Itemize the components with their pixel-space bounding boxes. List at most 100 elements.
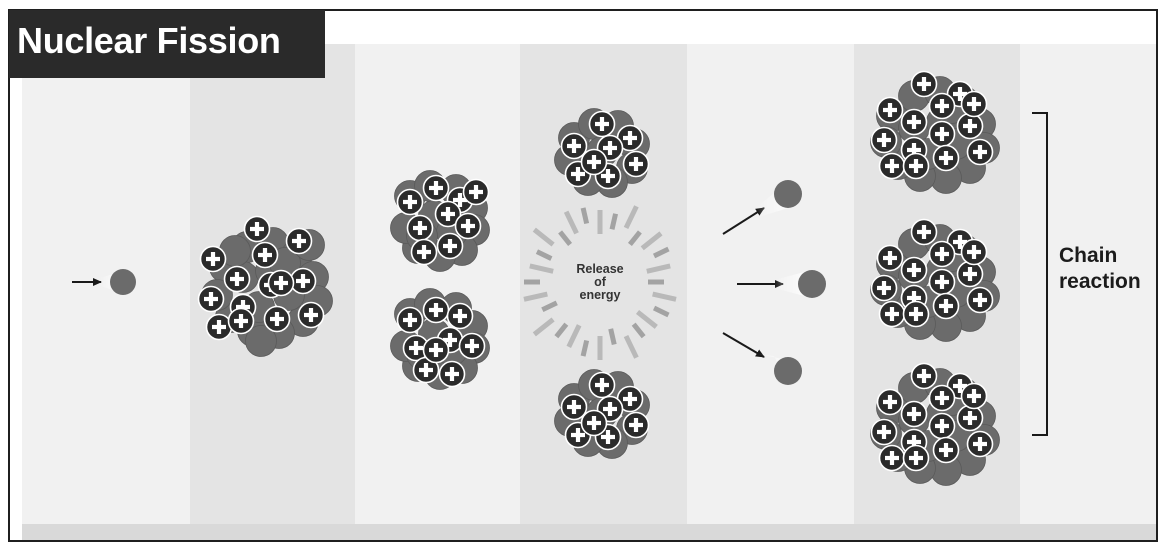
proton-icon [560,393,588,421]
energy-ray [631,322,646,339]
energy-ray [652,291,677,302]
proton-icon [263,305,291,333]
proton-icon [910,70,938,98]
proton-icon [454,212,482,240]
energy-label-line-3: energy [579,288,621,302]
proton-icon [910,362,938,390]
proton-icon [876,244,904,272]
proton-icon [870,418,898,446]
energy-ray [640,231,663,251]
proton-icon [580,409,608,437]
proton-icon [928,384,956,412]
chain-reaction-label: Chain reaction [1059,243,1141,295]
proton-icon [422,296,450,324]
proton-icon [900,108,928,136]
neutron-icon [774,357,802,385]
incoming-neutron-group [72,269,136,295]
proton-icon [289,267,317,295]
proton-icon [422,336,450,364]
proton-icon [462,178,490,206]
energy-ray [623,205,639,230]
energy-ray [566,324,582,348]
proton-icon [199,245,227,273]
proton-icon [966,430,994,458]
energy-ray [652,246,670,259]
proton-icon [205,313,233,341]
panel-1 [22,44,190,541]
proton-icon [900,256,928,284]
proton-icon [966,286,994,314]
proton-icon [876,96,904,124]
neutron-icon [245,325,277,357]
proton-icon [902,152,930,180]
proton-icon [928,268,956,296]
nucleus-deforming-lower [390,288,490,390]
proton-icon [446,302,474,330]
energy-ray [532,317,555,337]
proton-icon [960,382,988,410]
proton-icon [902,444,930,472]
nucleus-intact [197,215,333,357]
energy-ray [627,230,642,247]
chain-nucleus-middle [870,218,1000,342]
proton-icon [956,260,984,288]
proton-icon [900,400,928,428]
energy-ray [580,339,590,357]
energy-ray [646,263,671,274]
proton-icon [956,112,984,140]
arrow-right-icon [722,207,765,235]
proton-icon [960,90,988,118]
proton-icon [932,292,960,320]
proton-icon [928,412,956,440]
proton-icon [902,300,930,328]
proton-icon [436,232,464,260]
nucleus-deforming-upper [390,170,490,272]
proton-icon [870,274,898,302]
proton-icon [956,404,984,432]
energy-ray [523,291,548,302]
panel-7 [1020,44,1157,541]
energy-ray [532,227,555,247]
proton-icon [560,132,588,160]
proton-icon [406,214,434,242]
energy-ray [635,309,658,329]
proton-icon [396,306,424,334]
proton-icon [267,269,295,297]
energy-ray [541,300,558,313]
proton-icon [622,411,650,439]
proton-icon [960,238,988,266]
arrow-right-icon [722,332,765,358]
chain-nucleus-bottom [870,362,1000,486]
neutron-icon [110,269,136,295]
proton-icon [878,152,906,180]
proton-icon [227,307,255,335]
proton-icon [434,200,462,228]
proton-icon [422,174,450,202]
energy-ray [608,328,617,345]
proton-icon [932,144,960,172]
energy-burst-rays [523,205,677,360]
proton-icon [223,265,251,293]
proton-icon [622,150,650,178]
panel-5 [687,44,854,541]
proton-icon [197,285,225,313]
energy-ray [609,213,619,230]
proton-icon [438,360,466,388]
proton-icon [910,218,938,246]
proton-icon [588,371,616,399]
energy-release-label: Release of energy [560,263,640,302]
fragment-upper [554,108,650,198]
chain-label-line-1: Chain [1059,244,1118,267]
energy-ray [580,207,590,225]
proton-icon [580,148,608,176]
proton-icon [297,301,325,329]
energy-label-line-1: Release [576,262,624,276]
proton-icon [251,241,279,269]
proton-icon [928,240,956,268]
proton-icon [285,227,313,255]
frame-border [8,9,1158,542]
proton-icon [243,215,271,243]
proton-icon [932,436,960,464]
proton-icon [928,120,956,148]
